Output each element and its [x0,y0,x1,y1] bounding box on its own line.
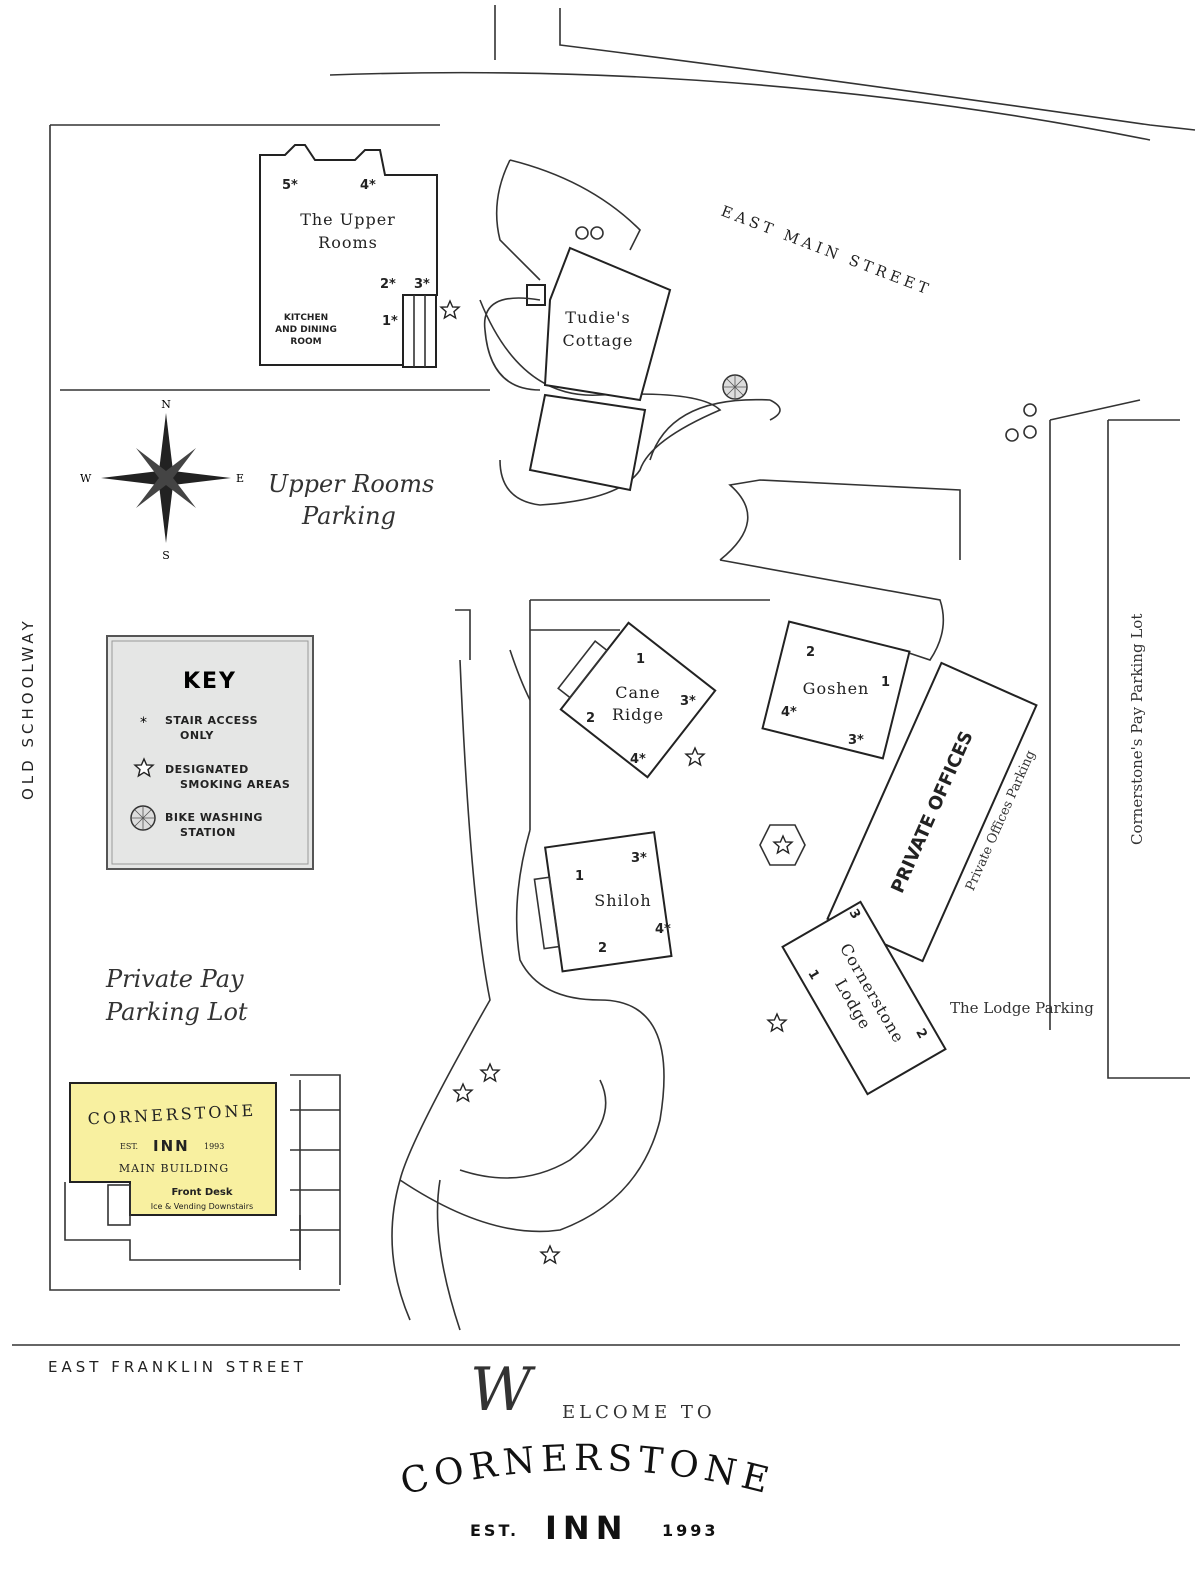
building-goshen[interactable]: Goshen 2 1 4* 3* [757,619,914,773]
footer-est: EST. [470,1521,519,1540]
room-number: 4* [781,705,797,720]
gazebo [759,824,806,866]
key-title: KEY [183,669,237,694]
street-east-franklin: EAST FRANKLIN STREET [48,1358,307,1376]
building-cane-ridge[interactable]: Cane Ridge 1 2 3* 4* [530,599,752,821]
building-shiloh[interactable]: Shiloh 1 3* 4* 2 [530,830,685,973]
main-est: EST. [120,1142,138,1151]
parking-label-private-pay-2: Parking Lot [105,998,248,1026]
vending-note: Ice & Vending Downstairs [151,1202,253,1211]
compass-e: E [236,472,244,485]
room-label: KITCHEN [284,313,328,323]
trees [1005,403,1037,442]
street-old-schoolway: OLD SCHOOLWAY [19,617,37,800]
main-subtitle: MAIN BUILDING [119,1162,229,1175]
star-icon [480,1063,500,1082]
building-upper-rooms[interactable]: The Upper Rooms KITCHEN AND DINING ROOM … [259,144,438,368]
room-number: 4* [630,752,646,767]
key-label: STATION [180,826,236,839]
room-number: 1 [881,675,890,690]
building-main[interactable]: CORNERSTONE EST. INN 1993 MAIN BUILDING … [64,1082,301,1261]
key-label: DESIGNATED [165,763,249,776]
room-number: 1 [575,869,584,884]
star-icon [440,300,460,319]
room-number: 4* [360,178,376,193]
compass-w: W [80,472,92,485]
building-name: Tudie's [565,308,630,327]
building-name: Cane [615,683,661,702]
building-name: Cottage [563,331,634,350]
compass-rose: N S E W [80,398,244,562]
key-label: STAIR ACCESS [165,714,258,727]
welcome-initial: W [470,1355,536,1425]
compass-n: N [161,398,171,411]
bike-washing-icon [722,374,748,400]
parking-label-lodge: The Lodge Parking [950,999,1094,1017]
building-name: The Upper [300,210,396,229]
key-label: BIKE WASHING [165,811,263,824]
footer-year: 1993 [662,1521,719,1540]
building-name: Shiloh [594,891,651,910]
main-year: 1993 [204,1142,224,1151]
footer-brand: CORNERSTONE [397,1438,773,1503]
footer-welcome: W ELCOME TO CORNERSTONE EST. INN 1993 [397,1355,779,1547]
building-name: Goshen [803,679,870,698]
room-number: 2 [806,645,815,660]
room-number: 1* [382,314,398,329]
building-name: Rooms [318,233,378,252]
footer-inn: INN [545,1509,628,1547]
key-label: SMOKING AREAS [180,778,290,791]
welcome-text: ELCOME TO [562,1402,716,1423]
room-number: 1 [636,652,645,667]
star-icon [685,747,705,766]
star-icon [773,835,793,854]
front-desk-label: Front Desk [171,1187,232,1198]
building-tudies-cottage[interactable]: Tudie's Cottage [483,226,672,492]
room-number: 4* [655,922,671,937]
parking-label-private-pay: Private Pay [105,965,244,993]
street-east-main: EAST MAIN STREET [719,202,935,299]
star-icon [540,1245,560,1264]
parking-label-pay-lot: Cornerstone's Pay Parking Lot [1128,614,1146,845]
parking-label-upper-rooms-2: Parking [301,502,396,530]
key-label: ONLY [180,729,214,742]
asterisk-icon: * [140,715,147,731]
room-number: 2 [586,711,595,726]
star-icon [453,1083,473,1102]
room-number: 3* [680,694,696,709]
parking-label-upper-rooms: Upper Rooms [268,470,434,498]
room-number: 5* [282,178,298,193]
roads [12,5,1196,1346]
map-key: KEY * STAIR ACCESS ONLY DESIGNATED SMOKI… [106,635,314,870]
main-inn: INN [153,1137,190,1155]
building-name: Ridge [612,705,664,724]
star-icon [767,1013,787,1032]
room-number: 3* [414,277,430,292]
room-number: 3* [848,733,864,748]
room-number: 2* [380,277,396,292]
svg-text:CORNERSTONE: CORNERSTONE [397,1438,779,1503]
room-label: ROOM [290,337,321,347]
room-label: AND DINING [275,325,337,335]
bike-wheel-icon [130,805,156,831]
room-number: 3* [631,851,647,866]
compass-s: S [162,549,170,562]
room-number: 2 [598,941,607,956]
